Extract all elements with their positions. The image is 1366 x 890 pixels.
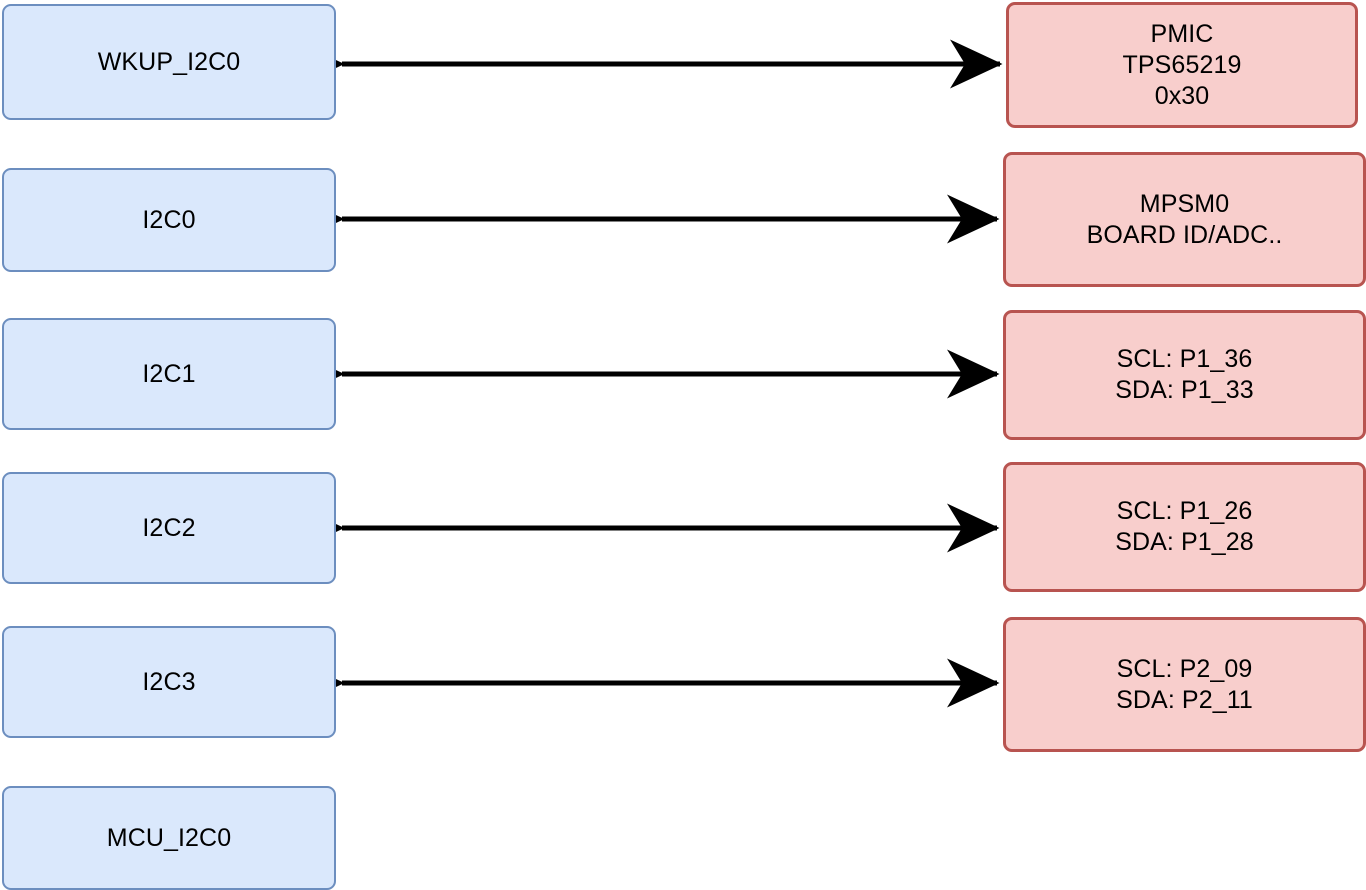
controller-node-label: MCU_I2C0 (106, 823, 232, 852)
controller-node-mcu-i2c0[interactable]: MCU_I2C0 (2, 786, 336, 890)
controller-node-wkup-i2c0[interactable]: WKUP_I2C0 (2, 4, 336, 120)
controller-node-label: I2C1 (142, 359, 196, 388)
peripheral-node-label: SCL: P1_36 (1116, 345, 1253, 373)
controller-node-i2c1[interactable]: I2C1 (2, 318, 336, 430)
peripheral-node-label: PMIC (1150, 19, 1214, 48)
controller-node-i2c3[interactable]: I2C3 (2, 626, 336, 738)
peripheral-node-label: MPSM0 (1139, 189, 1230, 218)
peripheral-node-label: 0x30 (1154, 81, 1210, 110)
peripheral-node-label: SCL: P2_09 (1116, 654, 1253, 683)
peripheral-node-label: SDA: P1_28 (1115, 528, 1254, 556)
controller-node-label: WKUP_I2C0 (97, 47, 241, 76)
peripheral-node-label: BOARD ID/ADC.. (1086, 220, 1283, 249)
controller-node-i2c0[interactable]: I2C0 (2, 168, 336, 272)
controller-node-label: I2C0 (142, 205, 196, 234)
peripheral-node-label: SDA: P2_11 (1116, 685, 1253, 714)
controller-node-label: I2C3 (142, 667, 196, 696)
peripheral-node-label: SCL: P1_26 (1116, 497, 1253, 525)
controller-node-label: I2C2 (142, 513, 196, 542)
peripheral-node-label: SDA: P1_33 (1115, 376, 1254, 404)
peripheral-node-label: TPS65219 (1122, 50, 1242, 79)
controller-node-i2c2[interactable]: I2C2 (2, 472, 336, 584)
